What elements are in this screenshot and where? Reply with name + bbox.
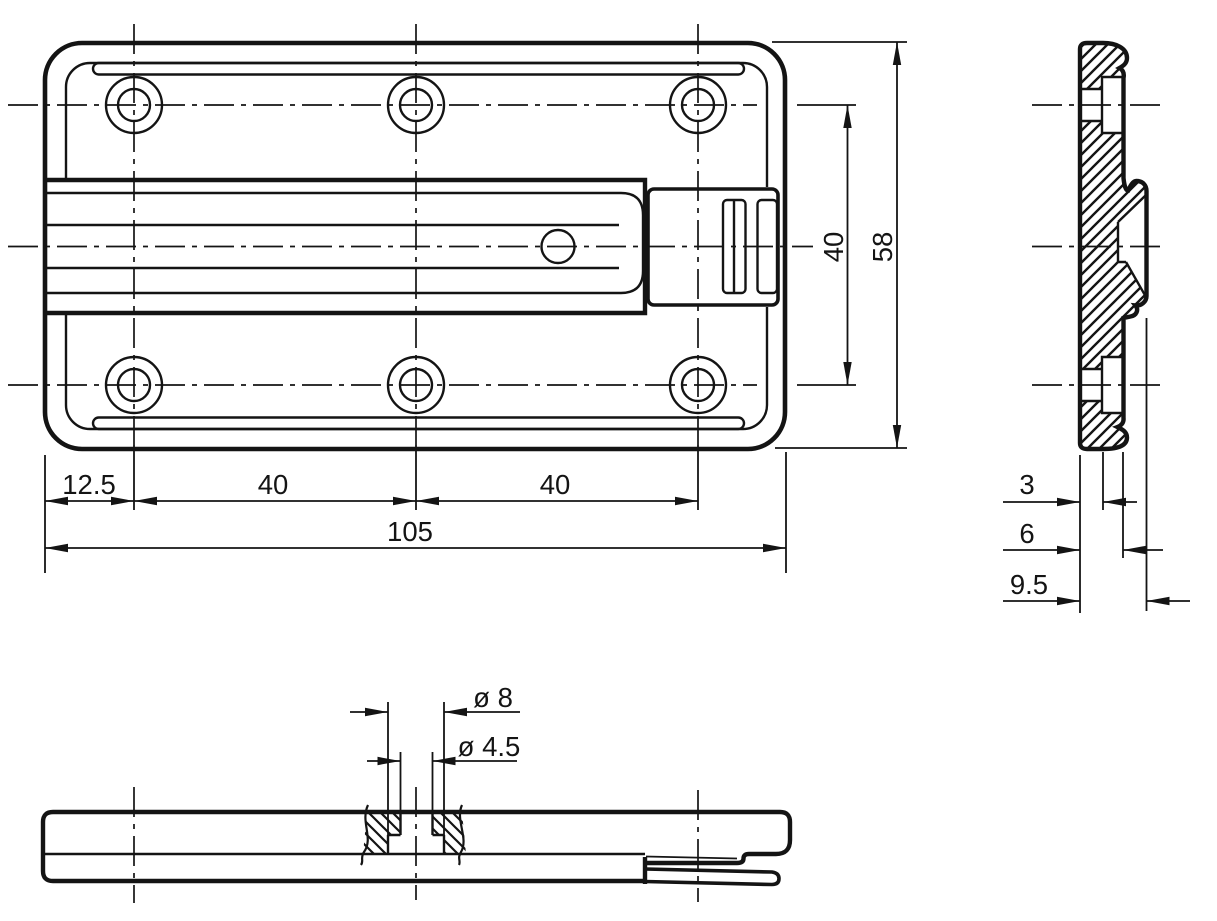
bottom-sliver-line — [645, 855, 738, 860]
bottom-view — [40, 787, 793, 903]
dim-counterbore-label: ø 8 — [473, 682, 513, 713]
bottom-centerlines — [133, 787, 699, 903]
bottom-outline-top — [53, 809, 793, 866]
side-centerlines — [1032, 104, 1162, 386]
bottom-break-lines — [360, 804, 465, 866]
side-view — [1032, 40, 1162, 452]
dim-pitch-a-label: 40 — [258, 469, 289, 500]
dim-plate-thickness-label: 3 — [1019, 469, 1034, 500]
dim-total-depth-label: 9.5 — [1010, 569, 1048, 600]
bolt-slide-lines — [46, 191, 645, 295]
dim-offset-left-label: 12.5 — [62, 469, 116, 500]
side-knob-recess — [1118, 193, 1147, 298]
front-view — [8, 24, 813, 510]
side-section-hatch — [1080, 43, 1147, 449]
dim-height-total-label: 58 — [867, 232, 898, 263]
bottom-outline-left — [40, 809, 644, 884]
dimension-arrows — [45, 42, 1170, 766]
front-top-groove — [91, 61, 746, 76]
front-bottom-groove — [91, 416, 746, 431]
side-profile-outline — [1077, 40, 1149, 452]
dim-pitch-b-label: 40 — [540, 469, 571, 500]
dim-boss-depth-label: 6 — [1019, 518, 1034, 549]
dimensions: 12.5 40 40 105 40 58 3 6 9.5 ø 8 ø 4.5 — [44, 41, 1190, 835]
dim-row-pitch-label: 40 — [818, 232, 849, 263]
side-knob-lines — [1116, 194, 1148, 298]
dim-width-total-label: 105 — [387, 516, 433, 547]
dim-hole-dia-label: ø 4.5 — [458, 731, 521, 762]
bottom-spring-arm — [644, 867, 781, 887]
front-centerlines — [8, 24, 813, 510]
bottom-hole-lines — [386, 812, 446, 854]
